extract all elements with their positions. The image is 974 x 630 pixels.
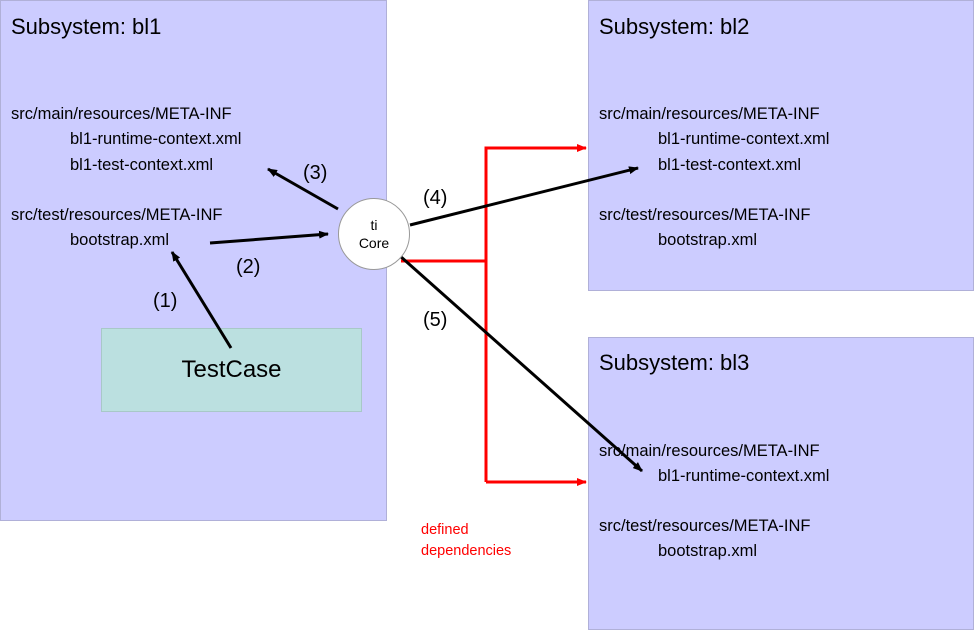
bl3-main-file: bl1-runtime-context.xml: [658, 467, 830, 485]
dependencies-label-line1: defined: [421, 522, 469, 538]
bl1-test-path: src/test/resources/META-INF: [11, 206, 223, 224]
core-label-line1: ti: [370, 217, 378, 233]
bl1-main-file: bl1-test-context.xml: [70, 156, 214, 174]
step-label-4: (4): [423, 187, 448, 209]
bl3-main-path: src/main/resources/META-INF: [599, 442, 820, 460]
dependencies-label-line2: dependencies: [421, 543, 512, 559]
arrow-step-2: [209, 230, 329, 245]
arrow-step-4: [409, 166, 639, 227]
bl1-test-file: bootstrap.xml: [70, 231, 170, 249]
bl2-main-file: bl1-runtime-context.xml: [658, 130, 830, 148]
subsystem-bl3-title: Subsystem: bl3: [599, 350, 750, 375]
step-label-2: (2): [236, 256, 261, 278]
bl1-main-file: bl1-runtime-context.xml: [70, 130, 242, 148]
arrow-step-1: [170, 251, 233, 349]
dependency-line-bl2: [484, 144, 587, 482]
core-label-line2: Core: [358, 235, 390, 251]
testcase-box: TestCase: [101, 328, 362, 412]
dependency-lines: [401, 144, 587, 486]
bl3-test-path: src/test/resources/META-INF: [599, 517, 811, 535]
subsystem-bl2: Subsystem: bl2 src/main/resources/META-I…: [588, 0, 974, 291]
subsystem-bl3: Subsystem: bl3 src/main/resources/META-I…: [588, 337, 974, 630]
step-label-5: (5): [423, 309, 448, 331]
defined-dependencies-label: defined dependencies: [421, 520, 511, 562]
step-label-1: (1): [153, 290, 178, 312]
bl2-test-file: bootstrap.xml: [658, 231, 758, 249]
bl3-test-file: bootstrap.xml: [658, 542, 758, 560]
bl2-main-path: src/main/resources/META-INF: [599, 105, 820, 123]
bl1-main-path: src/main/resources/META-INF: [11, 105, 232, 123]
testcase-label: TestCase: [181, 356, 282, 383]
subsystem-bl2-title: Subsystem: bl2: [599, 14, 750, 39]
bl2-main-file: bl1-test-context.xml: [658, 156, 802, 174]
step-label-3: (3): [303, 162, 328, 184]
subsystem-bl1-title: Subsystem: bl1: [11, 14, 162, 39]
arrow-step-5: [399, 254, 643, 473]
bl2-test-path: src/test/resources/META-INF: [599, 206, 811, 224]
ti-core-node: ti Core: [338, 198, 410, 270]
subsystem-bl1: Subsystem: bl1 src/main/resources/META-I…: [0, 0, 387, 521]
arrow-step-3: [267, 167, 339, 211]
